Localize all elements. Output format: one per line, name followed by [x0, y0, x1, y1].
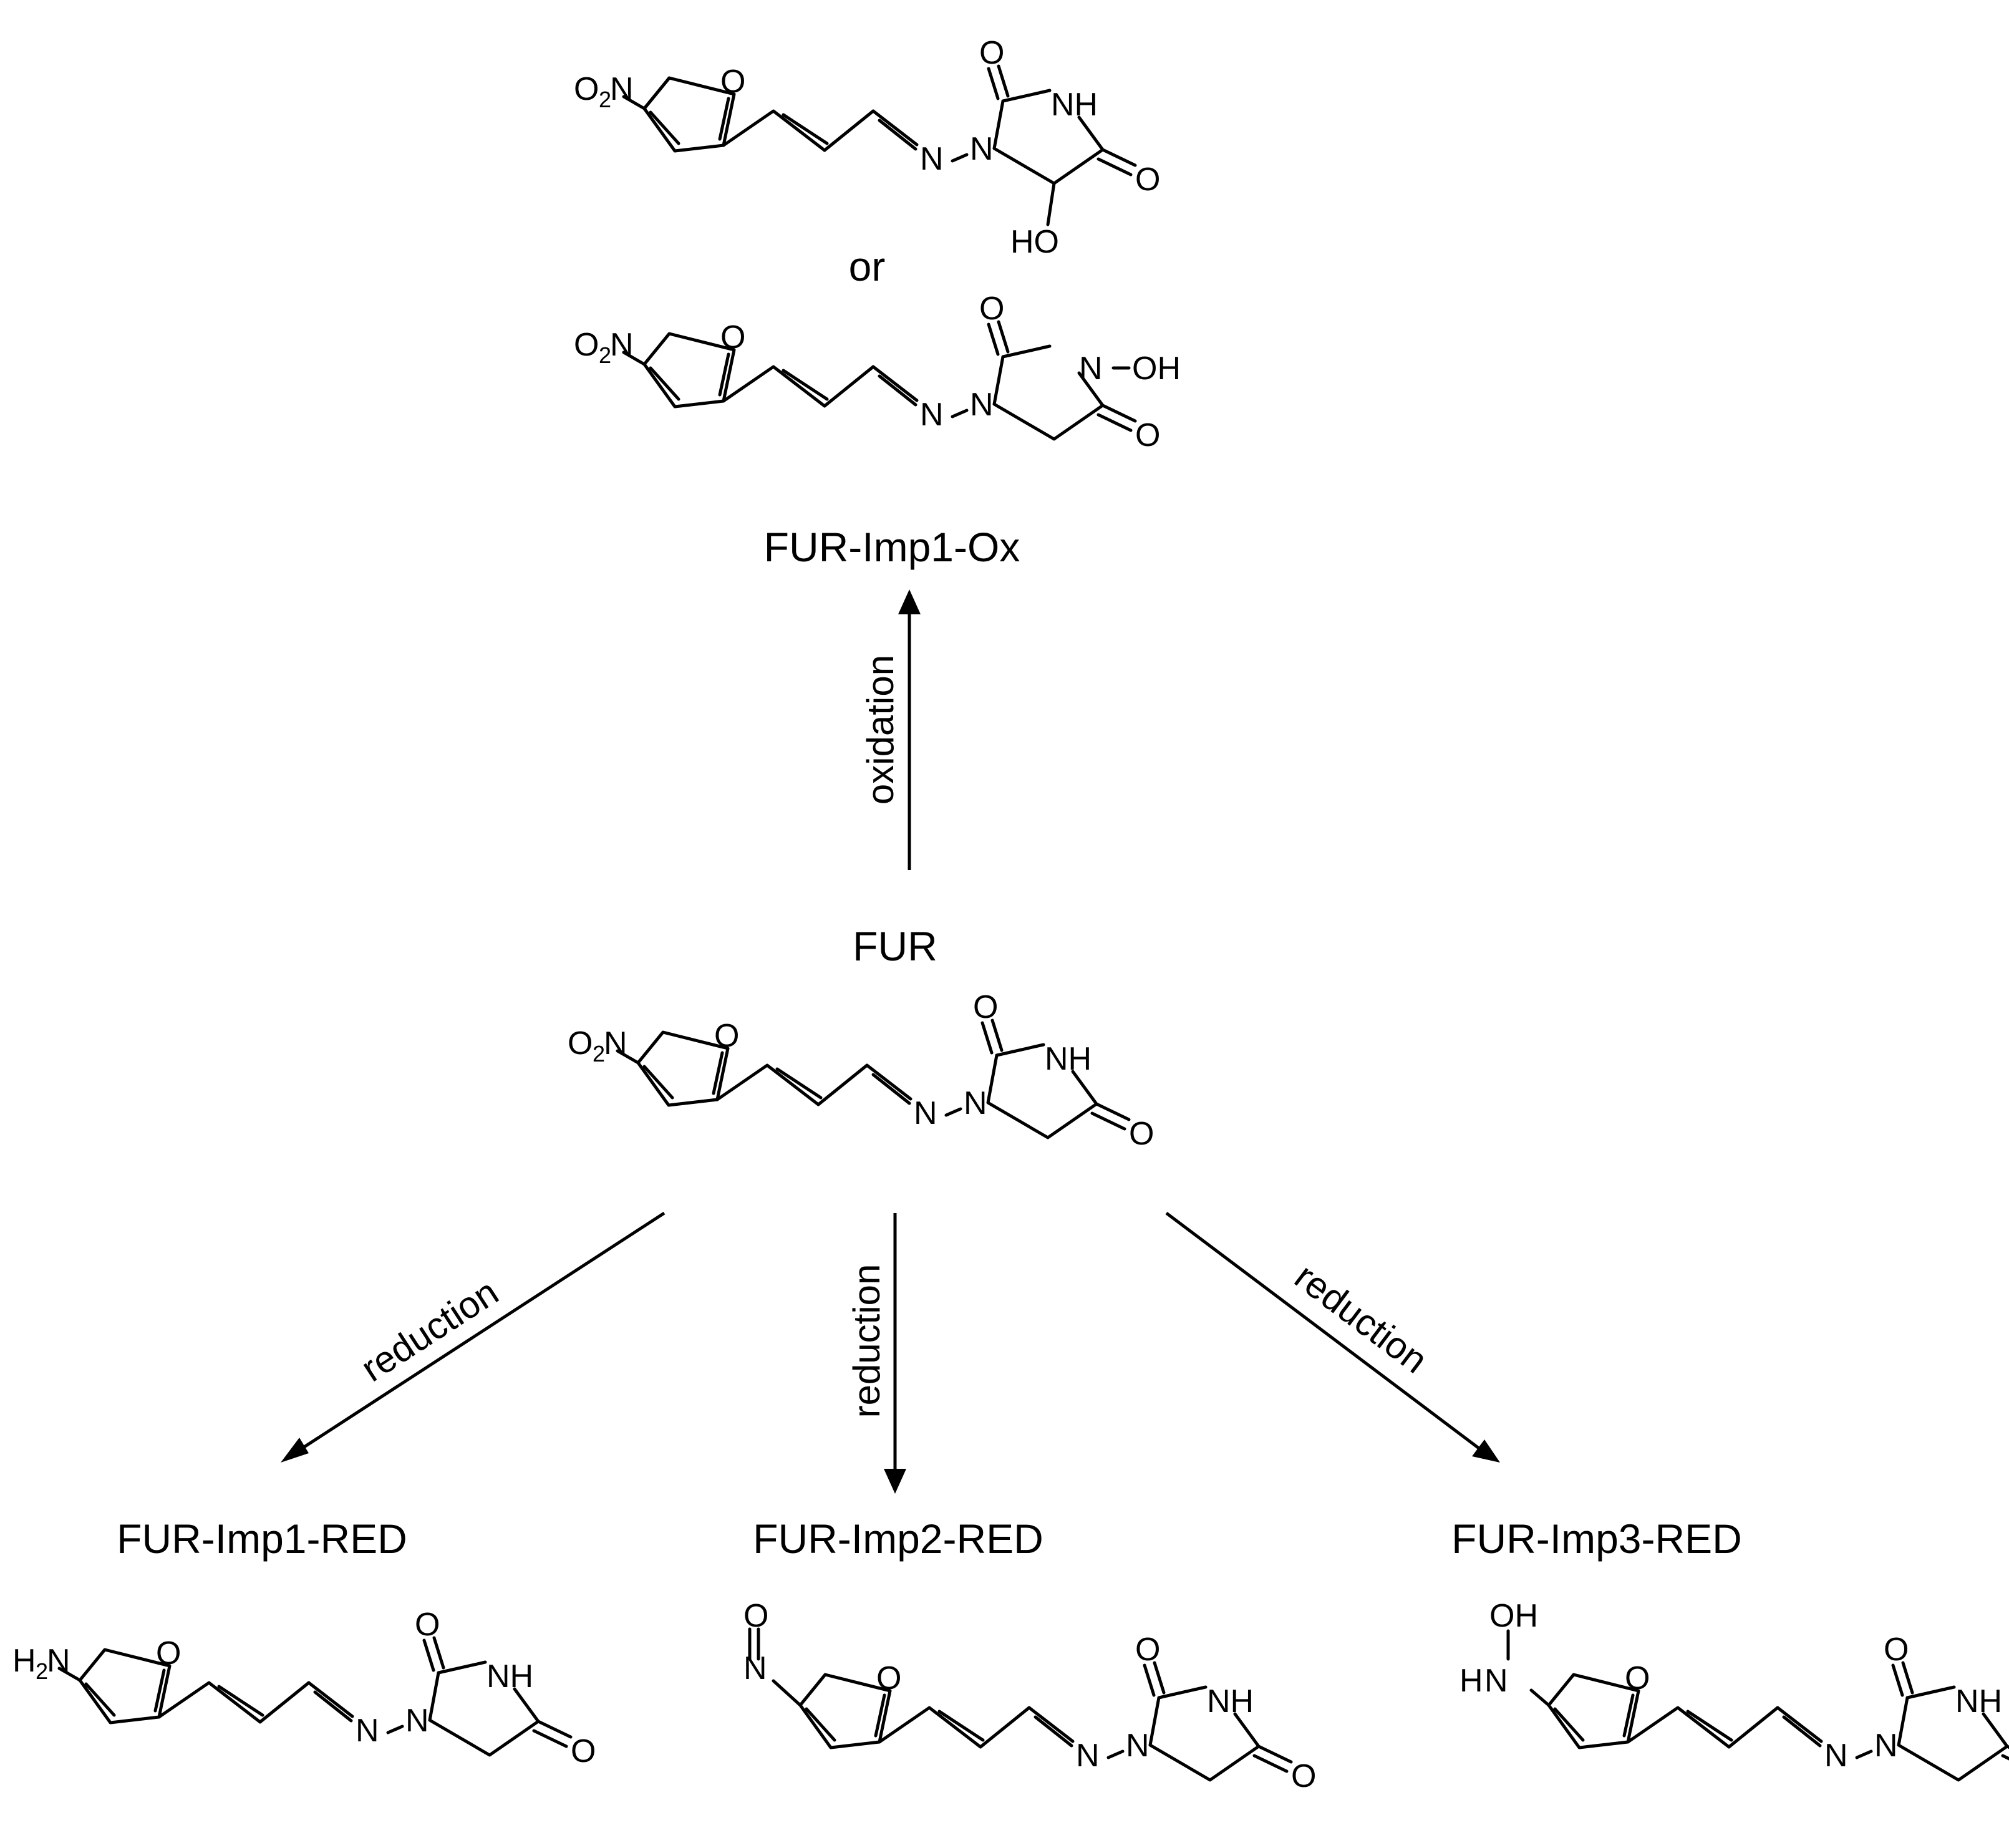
svg-text:O: O: [1135, 417, 1160, 453]
or-text: or: [849, 243, 886, 289]
svg-text:NH: NH: [1955, 1683, 2002, 1720]
start-label: FUR: [853, 923, 937, 969]
red1-structure: H 2 N O N N O NH O: [12, 1607, 596, 1769]
svg-text:N: N: [1874, 1728, 1898, 1764]
svg-text:O: O: [714, 1018, 739, 1054]
svg-text:reduction: reduction: [1287, 1255, 1435, 1381]
ox-product-structure-1: O 2 N O N N O NH O HO: [574, 35, 1160, 260]
svg-text:O: O: [979, 35, 1004, 71]
svg-text:OH: OH: [1489, 1598, 1538, 1634]
reduction-arrow-right: reduction: [1165, 1212, 1500, 1463]
svg-text:O: O: [574, 327, 599, 363]
svg-text:O: O: [1625, 1660, 1650, 1696]
svg-text:O: O: [568, 1025, 593, 1062]
svg-text:OH: OH: [1132, 351, 1181, 387]
svg-text:N: N: [964, 1085, 987, 1121]
svg-text:N: N: [405, 1703, 429, 1739]
svg-text:H: H: [12, 1643, 36, 1679]
oxidation-arrow: oxidation: [859, 589, 921, 870]
ox-product-label: FUR-Imp1-Ox: [764, 524, 1020, 570]
svg-text:N: N: [1484, 1663, 1508, 1699]
red3-label: FUR-Imp3-RED: [1451, 1516, 1742, 1562]
svg-text:reduction: reduction: [846, 1264, 888, 1418]
svg-text:O: O: [720, 64, 745, 100]
svg-text:H: H: [1460, 1663, 1483, 1699]
red3-structure: H N OH O N N O NH O: [1460, 1598, 2009, 1794]
svg-text:oxidation: oxidation: [859, 655, 901, 805]
svg-text:O: O: [1135, 1632, 1160, 1668]
svg-text:N: N: [914, 1095, 937, 1131]
svg-text:O: O: [571, 1733, 596, 1769]
svg-text:O: O: [720, 319, 745, 356]
svg-text:N: N: [1079, 351, 1103, 387]
svg-text:2: 2: [593, 1041, 605, 1067]
svg-text:O: O: [156, 1635, 181, 1671]
svg-text:N: N: [610, 327, 634, 363]
svg-text:N: N: [920, 141, 944, 177]
svg-text:O: O: [743, 1598, 768, 1634]
svg-text:O: O: [415, 1607, 440, 1643]
svg-text:N: N: [356, 1713, 379, 1749]
svg-text:O: O: [574, 71, 599, 107]
svg-text:O: O: [1884, 1632, 1909, 1668]
svg-text:N: N: [743, 1650, 767, 1686]
svg-text:2: 2: [599, 87, 611, 112]
reduction-arrow-middle: reduction: [846, 1213, 906, 1494]
svg-text:NH: NH: [1207, 1683, 1254, 1720]
svg-text:N: N: [1824, 1738, 1848, 1774]
reduction-arrow-left: reduction: [281, 1211, 666, 1463]
svg-text:N: N: [970, 387, 994, 423]
svg-text:N: N: [1126, 1728, 1150, 1764]
svg-text:2: 2: [599, 342, 611, 368]
svg-text:O: O: [876, 1660, 901, 1696]
svg-text:N: N: [47, 1643, 70, 1679]
svg-text:N: N: [610, 71, 634, 107]
svg-text:NH: NH: [1051, 87, 1098, 123]
svg-text:NH: NH: [1045, 1041, 1092, 1077]
svg-text:N: N: [604, 1025, 627, 1062]
svg-text:N: N: [970, 131, 994, 167]
svg-text:NH: NH: [487, 1658, 533, 1695]
svg-text:N: N: [1076, 1738, 1100, 1774]
svg-text:2: 2: [36, 1658, 48, 1684]
svg-text:O: O: [973, 989, 998, 1025]
red1-label: FUR-Imp1-RED: [117, 1516, 407, 1562]
svg-text:O: O: [1135, 162, 1160, 198]
red2-label: FUR-Imp2-RED: [753, 1516, 1043, 1562]
svg-text:HO: HO: [1010, 224, 1059, 260]
red2-structure: N O O N N O NH O: [743, 1598, 1316, 1794]
svg-text:N: N: [920, 397, 944, 433]
svg-text:O: O: [979, 291, 1004, 327]
ox-product-structure-2: O 2 N O N N O N OH O: [574, 291, 1181, 453]
svg-text:O: O: [1291, 1758, 1316, 1794]
fur-structure: O 2 N O N N O NH O: [568, 989, 1154, 1152]
svg-text:O: O: [1129, 1116, 1154, 1152]
